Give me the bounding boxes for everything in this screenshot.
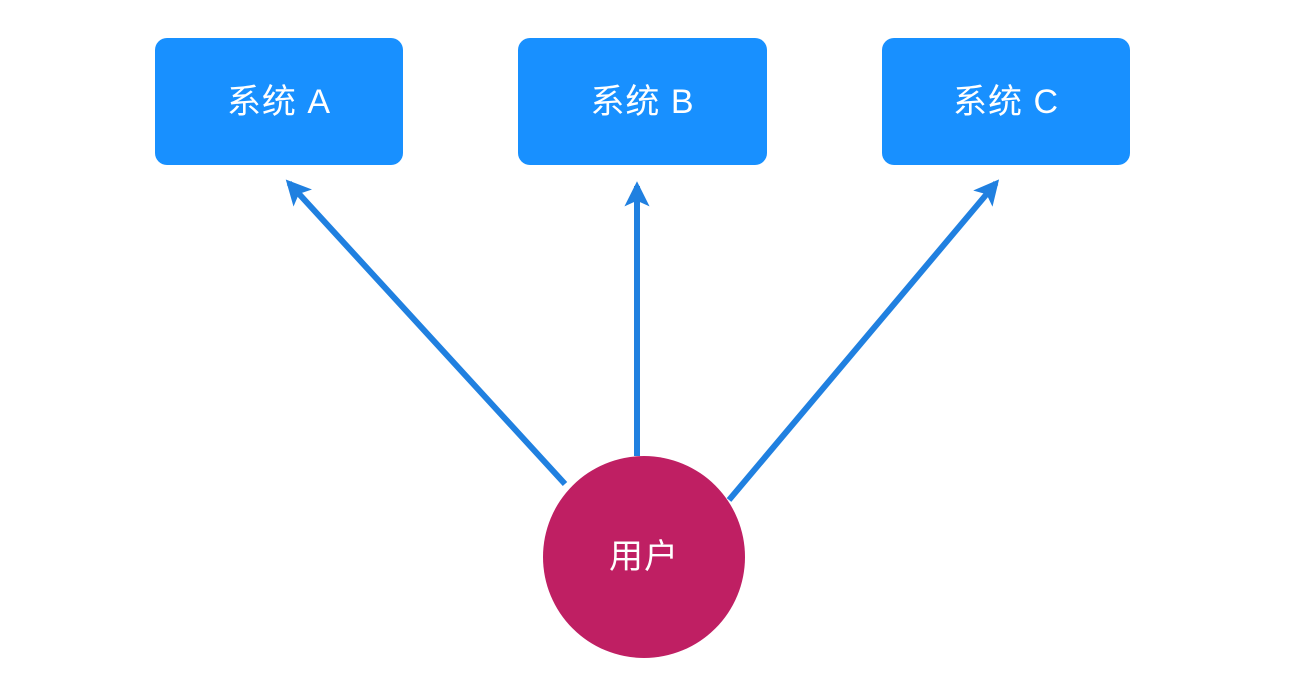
node-system-a-label: 系统 A [226,82,332,121]
node-system-a[interactable]: 系统 A [155,38,403,165]
node-system-b[interactable]: 系统 B [518,38,767,165]
edge-user-to-system-a [285,179,568,487]
node-system-c[interactable]: 系统 C [882,38,1130,165]
edge-user-to-system-c [726,179,1000,502]
node-user[interactable]: 用户 [543,456,745,658]
node-system-c-label: 系统 C [953,82,1059,121]
node-user-label: 用户 [609,538,679,576]
node-system-b-label: 系统 B [590,82,695,121]
